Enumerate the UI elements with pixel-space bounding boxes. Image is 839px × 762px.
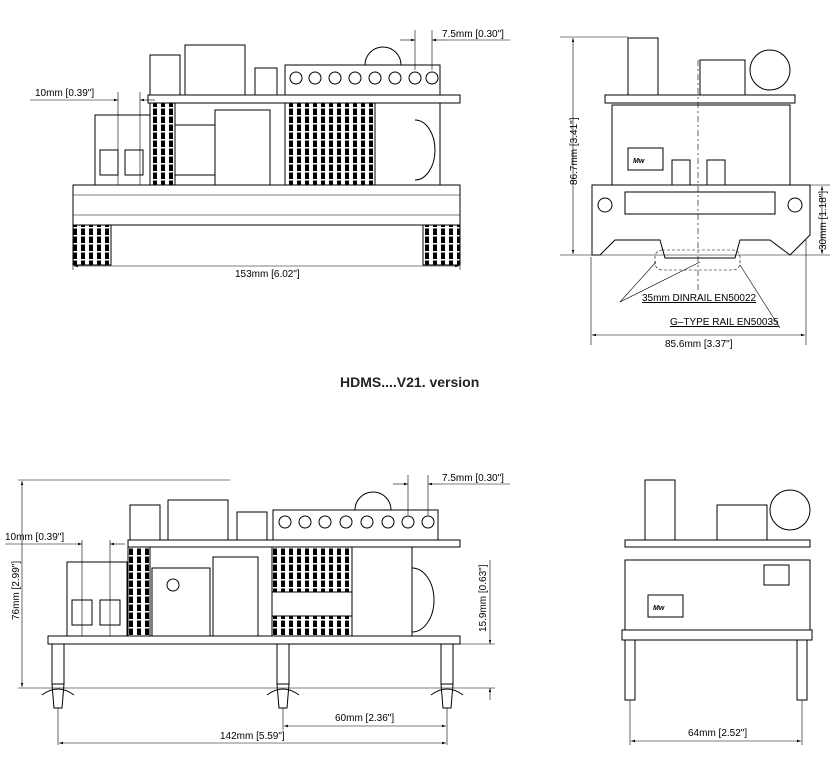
drawing-title: HDMS....V21. version [340, 374, 479, 390]
dim-width-label: 64mm [2.52"] [688, 728, 747, 739]
dim-standoff-label: 15.9mm [0.63"] [478, 564, 489, 632]
pcb [147, 94, 461, 104]
bottom-side-view: 76mm [2.99"] 15.9mm [0.63"] 7.5mm [0.30"… [5, 473, 510, 745]
dim-pcb-offset-label: 10mm [0.39"] [5, 532, 64, 543]
top-side-view: 7.5mm [0.30"] 10mm [0.39"] 153mm [6.02"] [30, 29, 510, 280]
g-rail-label: G–TYPE RAIL EN50035 [670, 317, 779, 328]
main-pcb [47, 635, 461, 645]
dim-pitch-label: 7.5mm [0.30"] [442, 473, 504, 484]
terminal-screws [278, 515, 435, 529]
bottom-end-view: Mw 64mm [2.52"] [621, 479, 813, 745]
din-rail-label: 35mm DINRAIL EN50022 [642, 293, 757, 304]
label-badge: Mw [633, 158, 645, 165]
upper-pcb [624, 539, 811, 548]
screw-icon [597, 197, 613, 213]
transformer [184, 44, 246, 96]
heatsink-base [72, 184, 461, 226]
heatsink-foot-right [422, 224, 461, 266]
heatsink-fins [284, 102, 376, 186]
module-body [611, 104, 791, 186]
transformer [167, 499, 229, 541]
dim-length-label: 142mm [5.59"] [220, 731, 285, 742]
dim-post-spacing-label: 60mm [2.36"] [335, 713, 394, 724]
dim-height-label: 86.7mm [3.41"] [569, 117, 580, 185]
dim-pitch-label: 7.5mm [0.30"] [442, 29, 504, 40]
upper-pcb [127, 539, 461, 548]
dim-width-label: 85.6mm [3.37"] [665, 339, 733, 350]
heatsink-foot-left [72, 224, 112, 266]
terminal-block [284, 64, 441, 96]
label-badge: Mw [653, 605, 665, 612]
terminal-screws [289, 71, 439, 85]
screw-icon [787, 197, 803, 213]
dim-pcb-offset-label: 10mm [0.39"] [35, 88, 94, 99]
pcb [604, 94, 796, 104]
transformer-lower [174, 124, 216, 176]
standoffs [41, 643, 464, 709]
dim-height-label: 76mm [2.99"] [11, 561, 22, 620]
dim-length-label: 153mm [6.02"] [235, 269, 300, 280]
dim-rail-height-label: 30mm [1.18"] [818, 191, 829, 250]
top-end-view: Mw 86.7mm [3.41"] 30mm [1.18"] 35mm DINR… [560, 36, 830, 350]
main-pcb [621, 629, 813, 641]
